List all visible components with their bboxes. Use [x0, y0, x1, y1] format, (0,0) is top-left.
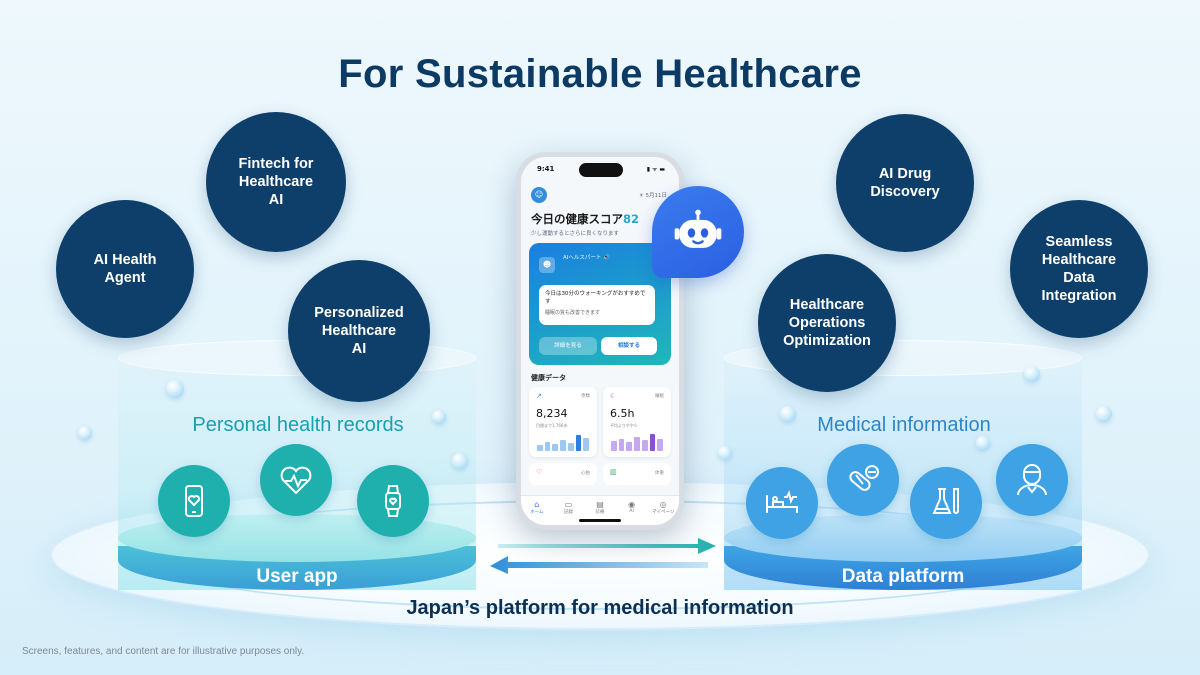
phone-mockup: 9:41 ▮ ᯤ ▬ ☺ ☀ 5月11日 今日の健康スコア82 少し運動するとさ…	[516, 152, 684, 530]
bar	[544, 442, 551, 451]
smartwatch-icon	[357, 465, 429, 537]
lab-flask-icon	[910, 467, 982, 539]
data-platform-label: Data platform	[841, 566, 965, 587]
status-icons: ▮ ᯤ ▬	[646, 166, 665, 173]
personal-health-records-label: Personal health records	[192, 414, 404, 436]
doctor-icon	[996, 444, 1068, 516]
steps-card[interactable]: ↗ 歩数 8,234 目標まで1,766歩	[529, 387, 597, 457]
bar	[537, 445, 543, 451]
smartphone-heart-icon	[158, 465, 230, 537]
steps-bar-chart	[537, 431, 590, 451]
bar	[641, 440, 648, 451]
health-score-subtitle: 少し運動するとさらに良くなります	[531, 231, 620, 237]
consult-button[interactable]: 相談する	[601, 337, 657, 355]
fintech-healthcare-ai-bubble: Fintech for Healthcare AI	[206, 112, 346, 252]
personalized-healthcare-ai-bubble: Personalized Healthcare AI	[288, 260, 430, 402]
steps-value: 8,234	[536, 407, 568, 420]
avatar[interactable]: ☺	[531, 187, 547, 203]
decor-sphere	[1096, 406, 1112, 422]
disclaimer: Screens, features, and content are for i…	[22, 646, 305, 657]
heart-rate-card[interactable]: ♡ 心拍	[529, 463, 597, 485]
date-label: ☀ 5月11日	[638, 193, 667, 199]
health-score-title: 今日の健康スコア82	[531, 212, 640, 226]
tab-ai[interactable]: ◉AI	[628, 500, 636, 514]
hospital-bed-icon	[746, 467, 818, 539]
details-button[interactable]: 詳細を見る	[539, 337, 597, 355]
ai-card-label: AIヘルスパート 🔊	[563, 255, 610, 261]
trend-up-icon: ↗	[536, 392, 542, 400]
tab-mypage[interactable]: ◎マイページ	[651, 500, 675, 515]
decor-sphere	[166, 380, 184, 398]
user-app-label: User app	[256, 566, 338, 587]
bar	[575, 435, 582, 451]
ai-message: 今日は30分のウォーキングがおすすめです 睡眠の質も改善できます	[539, 285, 655, 325]
page-title: For Sustainable Healthcare	[338, 52, 862, 96]
bar	[626, 442, 633, 451]
decor-sphere	[718, 446, 732, 460]
medical-information-label: Medical information	[817, 414, 991, 436]
heart-icon: ♡	[536, 468, 543, 476]
scale-icon: ▥	[610, 468, 617, 476]
robot-icon	[674, 209, 722, 248]
bar	[583, 438, 590, 451]
bar	[649, 434, 656, 451]
sleep-value: 6.5h	[610, 407, 635, 420]
heart-pulse-icon	[260, 444, 332, 516]
bar	[634, 437, 640, 451]
status-time: 9:41	[537, 165, 555, 173]
ai-drug-discovery-bubble: AI Drug Discovery	[836, 114, 974, 252]
exchange-arrows	[490, 538, 716, 574]
decor-sphere	[78, 426, 92, 440]
home-indicator	[579, 519, 621, 522]
bar	[611, 441, 617, 451]
sleep-card[interactable]: ☾ 睡眠 6.5h 平均よりやや少	[603, 387, 671, 457]
ai-robot-bubble	[652, 186, 744, 278]
tab-clinic[interactable]: ▤診療	[595, 500, 605, 515]
tab-home[interactable]: ⌂ホーム	[530, 500, 544, 515]
bar	[567, 443, 574, 451]
bar	[657, 439, 664, 451]
bar	[560, 440, 566, 451]
weight-card[interactable]: ▥ 体重	[603, 463, 671, 485]
seamless-data-integration-bubble: Seamless Healthcare Data Integration	[1010, 200, 1148, 338]
decor-sphere	[1024, 366, 1040, 382]
dynamic-island	[579, 163, 623, 177]
ai-health-agent-bubble: AI Health Agent	[56, 200, 194, 338]
decor-sphere	[976, 436, 990, 450]
health-score-value: 82	[623, 212, 640, 226]
bar	[552, 444, 559, 451]
health-data-heading: 健康データ	[531, 374, 566, 382]
decor-sphere	[432, 410, 446, 424]
phone-screen: 9:41 ▮ ᯤ ▬ ☺ ☀ 5月11日 今日の健康スコア82 少し運動するとさ…	[521, 157, 679, 525]
decor-sphere	[780, 406, 796, 422]
decor-sphere	[452, 453, 468, 469]
moon-icon: ☾	[610, 392, 617, 400]
robot-icon: ☻	[539, 257, 555, 273]
tab-records[interactable]: ▭記録	[563, 500, 573, 515]
sleep-bar-chart	[611, 431, 664, 451]
platform-title: Japan’s platform for medical information	[406, 597, 794, 619]
pill-icon	[827, 444, 899, 516]
ai-assistant-card: ☻ AIヘルスパート 🔊 今日は30分のウォーキングがおすすめです 睡眠の質も改…	[529, 243, 671, 365]
healthcare-operations-bubble: Healthcare Operations Optimization	[758, 254, 896, 392]
bar	[618, 439, 625, 451]
